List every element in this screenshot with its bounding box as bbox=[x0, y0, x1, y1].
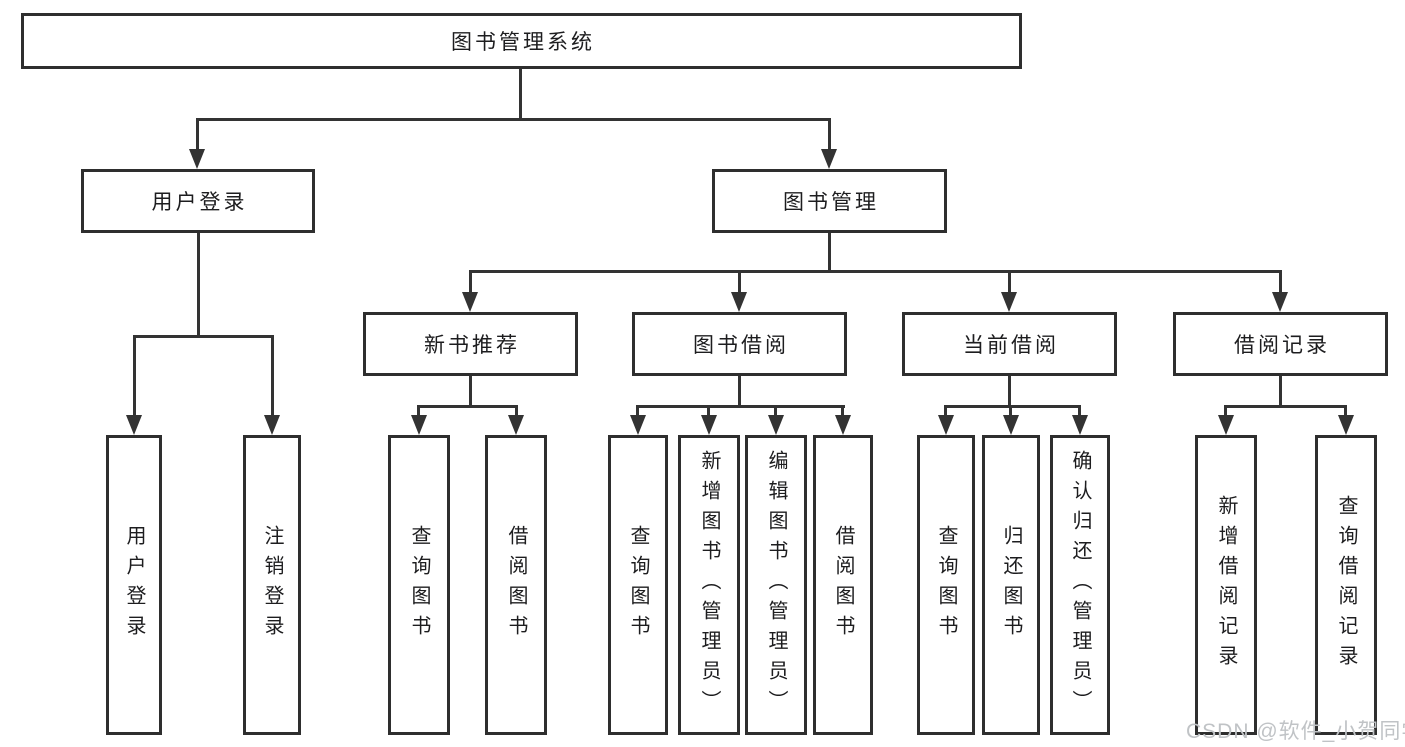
connector-line bbox=[1224, 405, 1347, 408]
connector-line bbox=[636, 405, 639, 418]
leaf-return-books: 归还图书 bbox=[982, 435, 1040, 735]
arrowhead-down-icon bbox=[1272, 292, 1288, 312]
connector-line bbox=[1279, 376, 1282, 407]
leaf-query-books-2: 查询图书 bbox=[608, 435, 668, 735]
connector-line bbox=[133, 335, 136, 417]
connector-line bbox=[1009, 405, 1012, 418]
connector-line bbox=[133, 335, 274, 338]
arrowhead-down-icon bbox=[630, 415, 646, 435]
arrowhead-down-icon bbox=[508, 415, 524, 435]
leaf-edit-books-admin-label: 编辑图书（管理员） bbox=[765, 450, 787, 720]
leaf-borrow-books-2-label: 借阅图书 bbox=[832, 525, 854, 645]
connector-line bbox=[841, 405, 844, 418]
leaf-add-borrow-record-label: 新增借阅记录 bbox=[1215, 495, 1237, 675]
connector-line bbox=[469, 376, 472, 407]
connector-line bbox=[636, 405, 845, 408]
connector-line bbox=[707, 405, 710, 418]
leaf-edit-books-admin: 编辑图书（管理员） bbox=[745, 435, 807, 735]
csdn-watermark: CSDN @软件_小贺同学 bbox=[1186, 720, 1405, 743]
arrowhead-down-icon bbox=[1218, 415, 1234, 435]
node-book-borrowing: 图书借阅 bbox=[632, 312, 847, 376]
connector-line bbox=[828, 233, 831, 273]
connector-line bbox=[738, 376, 741, 407]
node-book-management: 图书管理 bbox=[712, 169, 947, 233]
connector-line bbox=[519, 68, 522, 121]
leaf-confirm-return-admin: 确认归还（管理员） bbox=[1050, 435, 1110, 735]
node-current-borrowing: 当前借阅 bbox=[902, 312, 1117, 376]
connector-line bbox=[828, 118, 831, 151]
leaf-logout: 注销登录 bbox=[243, 435, 301, 735]
leaf-borrow-books-1-label: 借阅图书 bbox=[505, 525, 527, 645]
leaf-logout-label: 注销登录 bbox=[261, 525, 283, 645]
leaf-query-books-3: 查询图书 bbox=[917, 435, 975, 735]
connector-line bbox=[196, 118, 199, 151]
connector-line bbox=[417, 405, 518, 408]
connector-line bbox=[774, 405, 777, 418]
leaf-user-login-label: 用户登录 bbox=[123, 525, 145, 645]
connector-line bbox=[1008, 376, 1011, 407]
leaf-query-books-3-label: 查询图书 bbox=[935, 525, 957, 645]
connector-line bbox=[944, 405, 1081, 408]
arrowhead-down-icon bbox=[1001, 292, 1017, 312]
arrowhead-down-icon bbox=[462, 292, 478, 312]
leaf-user-login: 用户登录 bbox=[106, 435, 162, 735]
connector-line bbox=[1078, 405, 1081, 418]
connector-line bbox=[944, 405, 947, 418]
connector-line bbox=[1224, 405, 1227, 418]
connector-line bbox=[469, 270, 1282, 273]
arrowhead-down-icon bbox=[126, 415, 142, 435]
connector-line bbox=[271, 335, 274, 417]
arrowhead-down-icon bbox=[821, 149, 837, 169]
arrowhead-down-icon bbox=[701, 415, 717, 435]
leaf-return-books-label: 归还图书 bbox=[1000, 525, 1022, 645]
leaf-add-borrow-record: 新增借阅记录 bbox=[1195, 435, 1257, 735]
leaf-query-borrow-record: 查询借阅记录 bbox=[1315, 435, 1377, 735]
node-borrowing-records: 借阅记录 bbox=[1173, 312, 1388, 376]
node-new-book-recommend: 新书推荐 bbox=[363, 312, 578, 376]
connector-line bbox=[1008, 270, 1011, 294]
arrowhead-down-icon bbox=[1338, 415, 1354, 435]
arrowhead-down-icon bbox=[264, 415, 280, 435]
arrowhead-down-icon bbox=[189, 149, 205, 169]
connector-line bbox=[469, 270, 472, 294]
connector-line bbox=[196, 118, 831, 121]
leaf-add-books-admin-label: 新增图书（管理员） bbox=[698, 450, 720, 720]
arrowhead-down-icon bbox=[835, 415, 851, 435]
arrowhead-down-icon bbox=[1072, 415, 1088, 435]
connector-line bbox=[515, 405, 518, 418]
connector-line bbox=[1279, 270, 1282, 294]
leaf-query-borrow-record-label: 查询借阅记录 bbox=[1335, 495, 1357, 675]
leaf-borrow-books-2: 借阅图书 bbox=[813, 435, 873, 735]
leaf-confirm-return-admin-label: 确认归还（管理员） bbox=[1069, 450, 1091, 720]
connector-line bbox=[738, 270, 741, 294]
leaf-add-books-admin: 新增图书（管理员） bbox=[678, 435, 740, 735]
connector-line bbox=[197, 233, 200, 335]
arrowhead-down-icon bbox=[411, 415, 427, 435]
leaf-query-books-1-label: 查询图书 bbox=[408, 525, 430, 645]
leaf-query-books-2-label: 查询图书 bbox=[627, 525, 649, 645]
node-user-login: 用户登录 bbox=[81, 169, 315, 233]
leaf-query-books-1: 查询图书 bbox=[388, 435, 450, 735]
arrowhead-down-icon bbox=[731, 292, 747, 312]
connector-line bbox=[1344, 405, 1347, 418]
node-root-library-management-system: 图书管理系统 bbox=[21, 13, 1022, 69]
connector-line bbox=[417, 405, 420, 418]
arrowhead-down-icon bbox=[938, 415, 954, 435]
arrowhead-down-icon bbox=[768, 415, 784, 435]
leaf-borrow-books-1: 借阅图书 bbox=[485, 435, 547, 735]
arrowhead-down-icon bbox=[1003, 415, 1019, 435]
